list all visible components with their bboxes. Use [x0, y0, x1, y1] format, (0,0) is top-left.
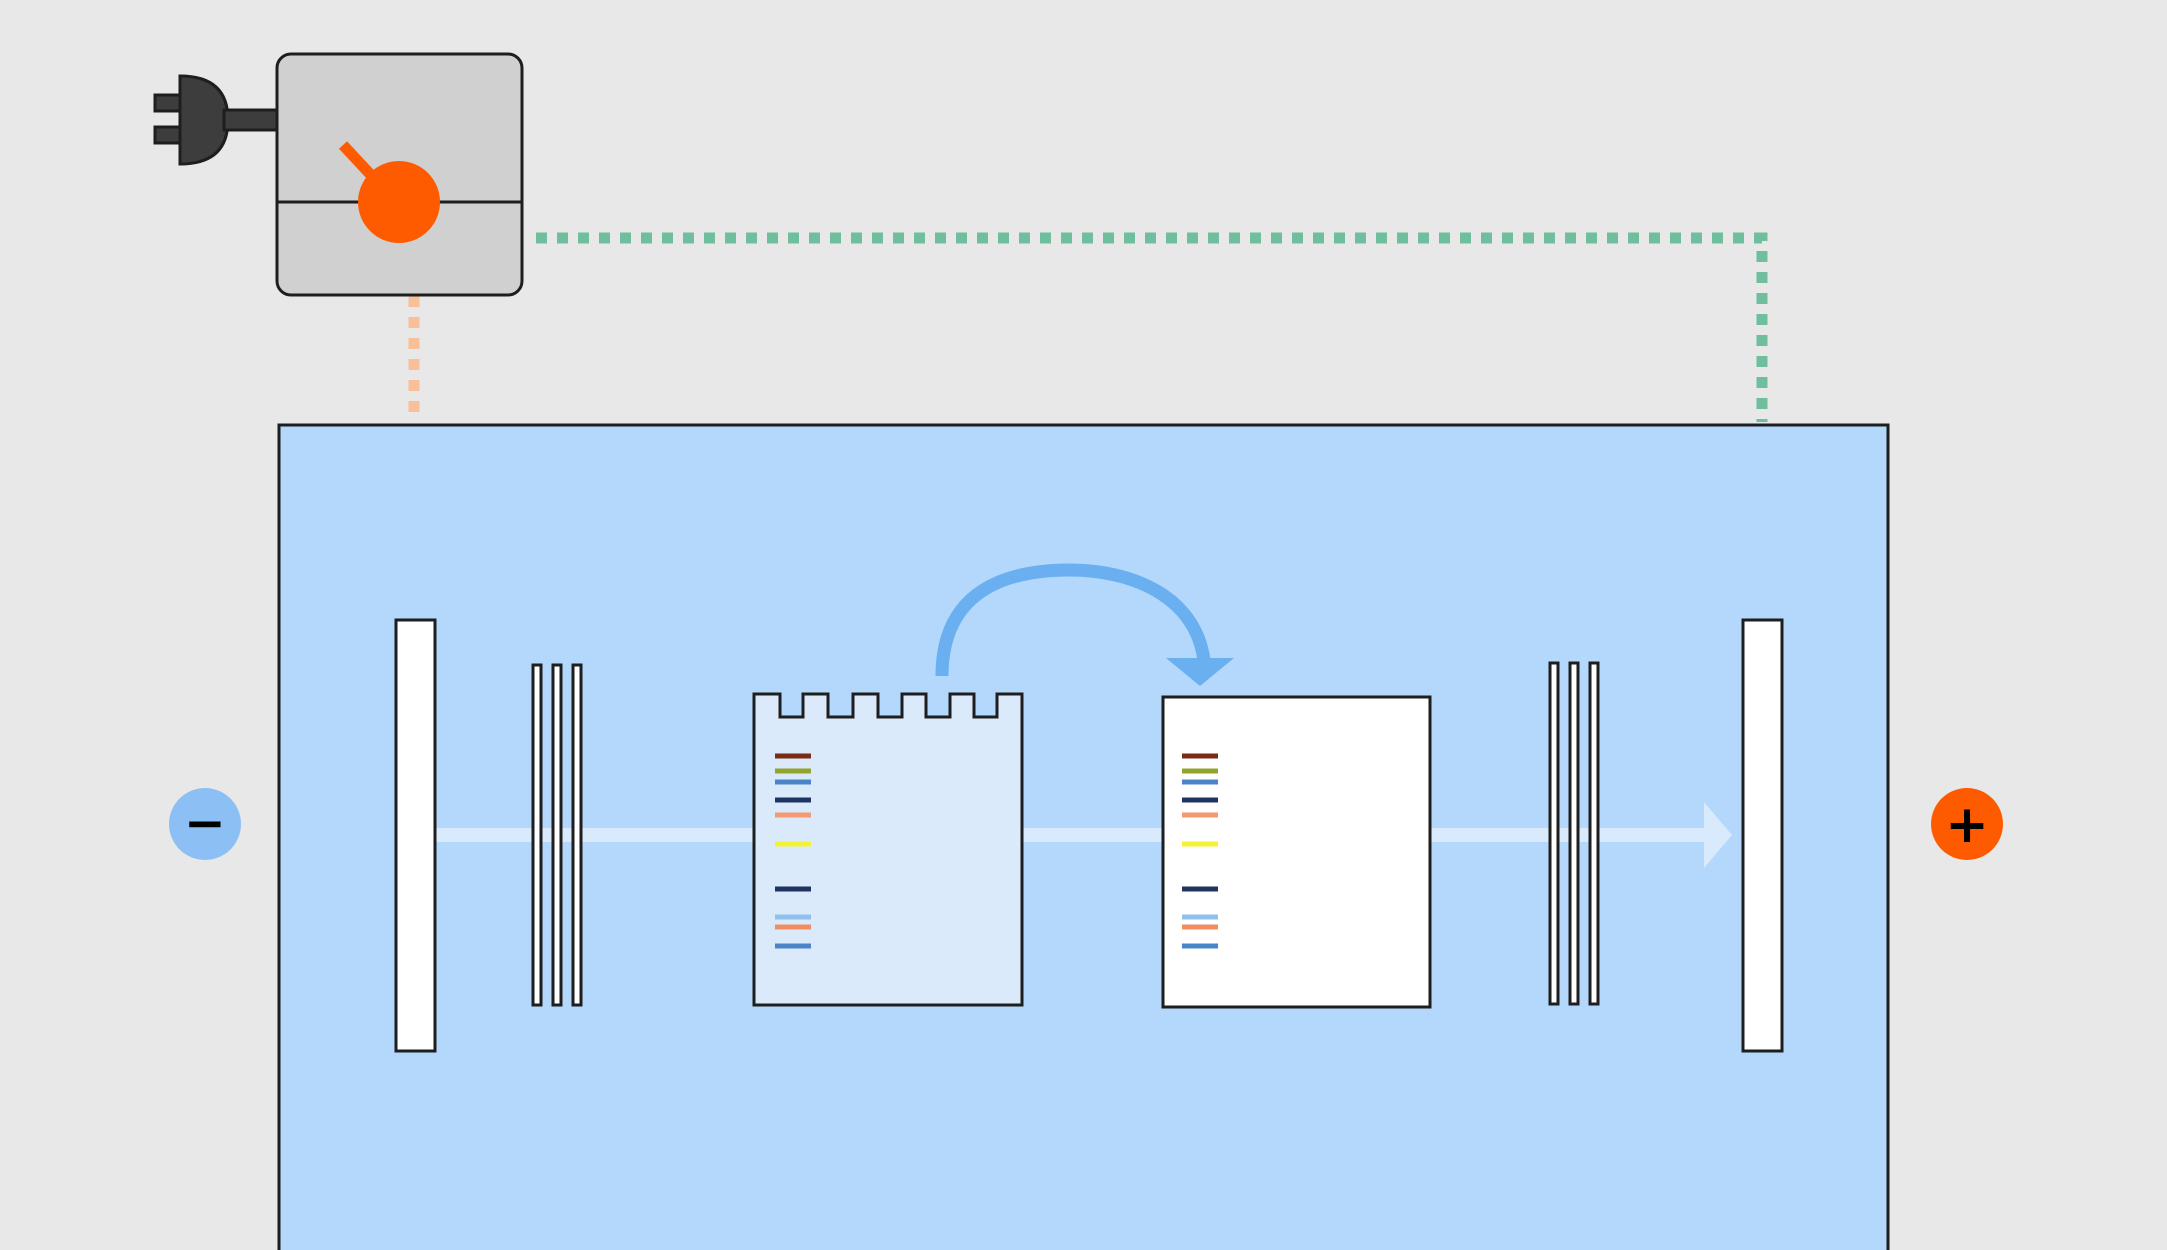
protein-band [775, 841, 811, 847]
curved-arrow-icon [935, 563, 1234, 686]
protein-band [1182, 886, 1218, 892]
protein-band [775, 768, 811, 774]
protein-band [1182, 753, 1218, 759]
protein-band [775, 779, 811, 785]
protein-band [775, 924, 811, 930]
protein-band [1182, 914, 1218, 920]
gel [752, 692, 1024, 1007]
protein-band [1182, 841, 1218, 847]
protein-band [775, 886, 811, 892]
protein-band [775, 914, 811, 920]
protein-band [1182, 943, 1218, 949]
protein-band [1182, 812, 1218, 818]
dial-knob-icon[interactable] [338, 141, 440, 243]
anode-plate [1741, 618, 1784, 1053]
protein-band [1182, 924, 1218, 930]
power-supply [275, 52, 524, 297]
protein-band [1182, 797, 1218, 803]
protein-band [775, 812, 811, 818]
power-plug-icon [153, 74, 282, 166]
protein-band [775, 797, 811, 803]
gel-bands [775, 753, 811, 949]
anode-lead [536, 232, 1768, 422]
filter-paper-stack-left [531, 663, 583, 1007]
protein-band [775, 943, 811, 949]
protein-band [1182, 768, 1218, 774]
protein-band [775, 753, 811, 759]
minus-icon: − [184, 794, 226, 852]
cathode-plate [394, 618, 437, 1053]
cathode-marker: − [169, 788, 241, 860]
membrane-bands [1182, 753, 1218, 949]
filter-paper-stack-right [1548, 661, 1600, 1006]
membrane [1161, 695, 1432, 1009]
anode-marker: + [1931, 788, 2003, 860]
plus-icon: + [1945, 795, 1989, 855]
protein-band [1182, 779, 1218, 785]
